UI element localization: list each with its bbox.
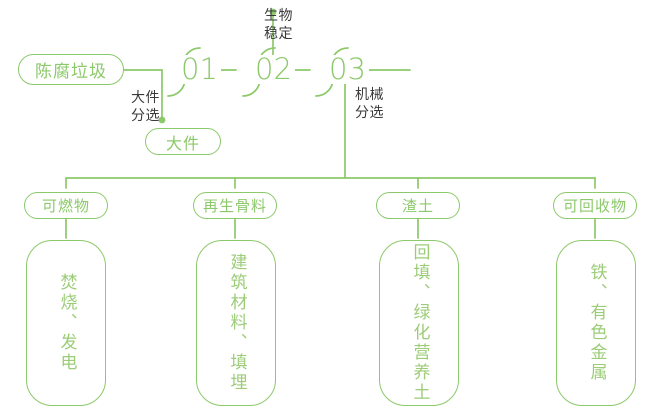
stage-number-01[interactable]: 01 xyxy=(178,55,221,84)
stage-number-02-label: 02 xyxy=(255,52,292,86)
detail-box-1-text: 焚烧、发电 xyxy=(57,273,77,373)
category-pill-1[interactable]: 可燃物 xyxy=(24,192,108,219)
dot-01-down xyxy=(158,116,166,124)
stage-note-01-line2: 分选 xyxy=(131,106,160,123)
wire-root-to-01 xyxy=(123,69,163,88)
detail-box-4-text: 铁、有色金属 xyxy=(587,263,607,383)
detail-box-1[interactable]: 焚烧、发电 xyxy=(26,240,106,406)
stage-note-03-line2: 分选 xyxy=(355,103,384,120)
stage-number-03[interactable]: 03 xyxy=(326,55,369,84)
stage-note-02-line1: 生物 xyxy=(264,7,293,23)
detail-box-4[interactable]: 铁、有色金属 xyxy=(556,240,636,406)
category-pill-4-label: 可回收物 xyxy=(562,198,627,215)
stage-note-02-line2: 稳定 xyxy=(264,24,293,41)
category-pill-2-label: 再生骨料 xyxy=(202,198,267,215)
stage-note-03-line1: 机械 xyxy=(355,86,384,102)
node-output-bulky-label: 大件 xyxy=(165,135,200,153)
detail-box-2-text: 建筑材料、填埋 xyxy=(227,253,247,393)
category-pill-3-label: 渣土 xyxy=(401,198,434,215)
stage-note-01: 大件 分选 xyxy=(131,89,160,124)
category-pill-3[interactable]: 渣土 xyxy=(376,192,460,219)
stage-number-02[interactable]: 02 xyxy=(252,55,295,84)
node-root[interactable]: 陈腐垃圾 xyxy=(18,54,124,85)
node-root-label: 陈腐垃圾 xyxy=(35,62,107,81)
category-pill-1-label: 可燃物 xyxy=(41,198,90,215)
stage-note-03: 机械 分选 xyxy=(355,86,384,121)
category-pill-2[interactable]: 再生骨料 xyxy=(193,192,277,219)
detail-box-2[interactable]: 建筑材料、填埋 xyxy=(196,240,276,406)
stage-number-03-label: 03 xyxy=(329,52,366,86)
stage-number-01-label: 01 xyxy=(181,52,218,86)
detail-box-3[interactable]: 回填、绿化营养土 xyxy=(379,240,459,406)
stage-note-02: 生物 稳定 xyxy=(264,7,293,42)
node-output-bulky[interactable]: 大件 xyxy=(145,128,221,155)
detail-box-3-text: 回填、绿化营养土 xyxy=(410,243,430,403)
stage-note-01-line1: 大件 xyxy=(131,89,160,105)
category-pill-4[interactable]: 可回收物 xyxy=(553,192,637,219)
dot-02-up xyxy=(269,8,277,16)
